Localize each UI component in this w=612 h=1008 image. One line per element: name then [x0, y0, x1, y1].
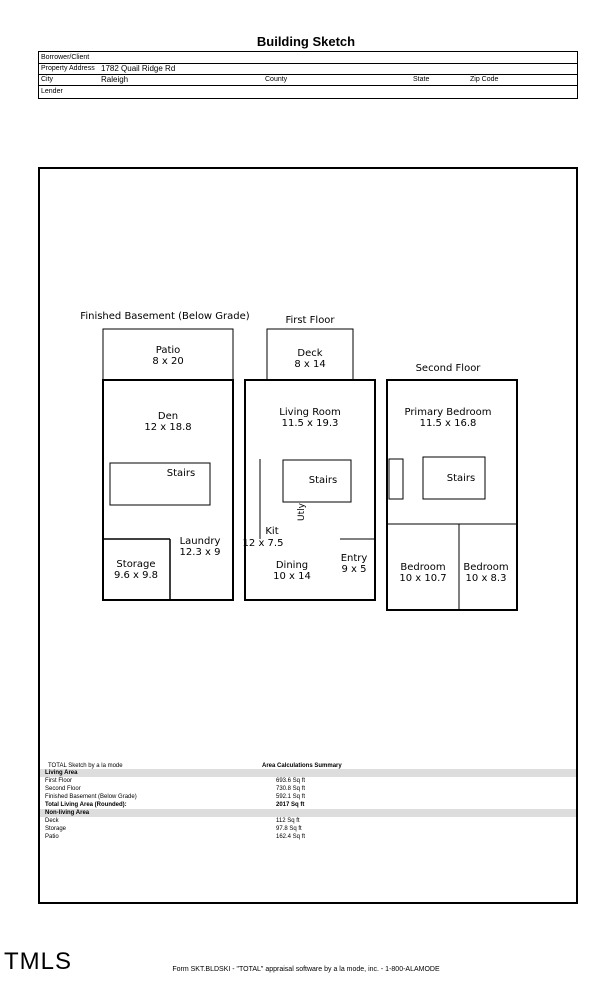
first-floor-title: First Floor: [285, 315, 335, 326]
city-row: City Raleigh County State Zip Code: [39, 74, 577, 86]
area-row: Patio 162.4 Sq ft: [40, 833, 576, 841]
area-label: Storage: [45, 826, 67, 832]
page-title: Building Sketch: [256, 34, 356, 49]
storage-dim: 9.6 x 9.8: [114, 570, 158, 581]
laundry-dim: 12.3 x 9: [180, 547, 221, 558]
bath-fixture: [388, 458, 404, 500]
area-row: First Floor 693.6 Sq ft: [40, 777, 576, 785]
property-header: Borrower/Client Property Address 1782 Qu…: [38, 51, 578, 99]
total-living-row: Total Living Area (Rounded): 2017 Sq ft: [40, 801, 576, 809]
lender-row: Lender: [39, 86, 577, 97]
area-label: Finished Basement (Below Grade): [45, 794, 137, 800]
second-floor-outline: [386, 379, 518, 611]
dining-label: Dining: [276, 560, 308, 571]
area-value: 112 Sq ft: [276, 818, 300, 824]
area-value: 693.6 Sq ft: [276, 778, 306, 784]
area-row: Deck 112 Sq ft: [40, 817, 576, 825]
deck-dim: 8 x 14: [294, 359, 325, 370]
kitchen-label: Kit: [265, 526, 278, 537]
area-row: Second Floor 730.8 Sq ft: [40, 785, 576, 793]
primary-bedroom-label: Primary Bedroom: [404, 407, 491, 418]
stairs-block: [109, 462, 211, 506]
borrower-row: Borrower/Client: [39, 52, 577, 64]
bedroom-1-label: Bedroom: [400, 562, 445, 573]
second-stairs-label: Stairs: [447, 473, 476, 484]
entry-label: Entry: [341, 553, 368, 564]
dining-dim: 10 x 14: [273, 571, 311, 582]
first-stairs-block: [282, 459, 352, 503]
patio-dim: 8 x 20: [152, 356, 183, 367]
living-area-heading: Living Area: [40, 769, 576, 777]
county-label: County: [265, 76, 288, 83]
living-room-dim: 11.5 x 19.3: [282, 418, 339, 429]
address-value: 1782 Quail Ridge Rd: [101, 64, 176, 73]
laundry-label: Laundry: [180, 536, 221, 547]
area-value: 162.4 Sq ft: [276, 834, 306, 840]
storage-label: Storage: [116, 559, 155, 570]
area-label: Second Floor: [45, 786, 81, 792]
city-label: City: [41, 76, 54, 83]
area-value: 592.1 Sq ft: [276, 794, 306, 800]
utility-label: Utly: [297, 502, 307, 521]
first-stairs-label: Stairs: [309, 475, 338, 486]
basement-title: Finished Basement (Below Grade): [80, 311, 249, 322]
city-value: Raleigh: [101, 75, 129, 84]
borrower-label: Borrower/Client: [41, 54, 90, 61]
patio-outline: [102, 328, 234, 381]
area-value: 97.8 Sq ft: [276, 826, 302, 832]
entry-dim: 9 x 5: [342, 564, 367, 575]
tmls-logo: TMLS: [4, 948, 73, 975]
bedroom-2-dim: 10 x 8.3: [466, 573, 507, 584]
address-label: Property Address: [41, 65, 95, 72]
patio-label: Patio: [156, 345, 181, 356]
summary-title: Area Calculations Summary: [262, 763, 342, 769]
sketch-credit: TOTAL Sketch by a la mode: [48, 763, 123, 769]
area-label: Patio: [45, 834, 59, 840]
non-living-list: Deck 112 Sq ft Storage 97.8 Sq ft Patio 162.4…: [40, 817, 576, 841]
den-label: Den: [158, 411, 178, 422]
form-footer: Form SKT.BLDSKI - "TOTAL" appraisal soft…: [172, 966, 440, 973]
bedroom-2-label: Bedroom: [463, 562, 508, 573]
bedroom-1-dim: 10 x 10.7: [399, 573, 446, 584]
den-dim: 12 x 18.8: [144, 422, 191, 433]
kitchen-dim: 12 x 7.5: [243, 538, 284, 549]
area-label: Deck: [45, 818, 59, 824]
state-label: State: [413, 76, 430, 83]
area-label: First Floor: [45, 778, 72, 784]
living-room-label: Living Room: [279, 407, 340, 418]
sketch-frame: Finished Basement (Below Grade) First Fl…: [38, 167, 578, 904]
deck-label: Deck: [297, 348, 322, 359]
basement-stairs-label: Stairs: [167, 468, 196, 479]
second-stairs-block: [422, 456, 486, 500]
total-value: 2017 Sq ft: [276, 802, 305, 808]
address-row: Property Address 1782 Quail Ridge Rd: [39, 63, 577, 75]
primary-bedroom-dim: 11.5 x 16.8: [420, 418, 477, 429]
area-row: Finished Basement (Below Grade) 592.1 Sq …: [40, 793, 576, 801]
second-floor-title: Second Floor: [416, 363, 482, 374]
non-living-heading: Non-living Area: [40, 809, 576, 817]
lender-label: Lender: [41, 88, 63, 95]
area-row: Storage 97.8 Sq ft: [40, 825, 576, 833]
living-area-list: First Floor 693.6 Sq ft Second Floor 730.8 …: [40, 777, 576, 801]
zip-label: Zip Code: [470, 76, 499, 83]
area-value: 730.8 Sq ft: [276, 786, 306, 792]
total-label: Total Living Area (Rounded):: [45, 802, 127, 808]
deck-outline: [266, 328, 354, 381]
floor-plan: Finished Basement (Below Grade) First Fl…: [80, 311, 518, 611]
